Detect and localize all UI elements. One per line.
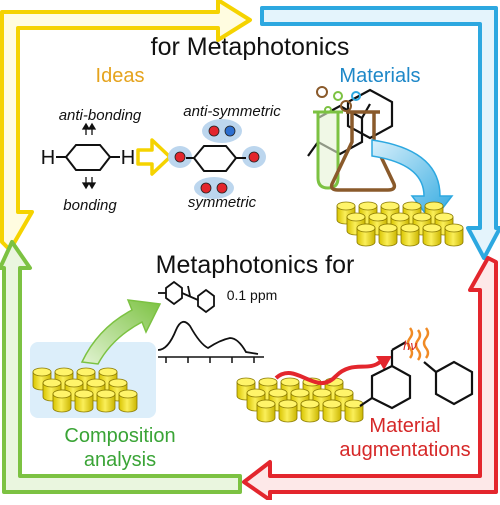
orbital-dot (174, 151, 186, 163)
metasurface-left (32, 367, 138, 413)
spin-arrows-top (81, 122, 97, 135)
augment-red-wave-head (376, 356, 392, 370)
spectrum-curve (157, 320, 259, 355)
orbital-dot (248, 151, 260, 163)
nanopillar (344, 399, 364, 423)
spectrum-molecule (158, 280, 215, 314)
blue-cycle-arrow (260, 6, 500, 260)
nanopillar (378, 223, 398, 247)
red-cycle-arrow (242, 256, 498, 502)
nanopillar (422, 223, 442, 247)
nanopillar (356, 223, 376, 247)
nanopillar (118, 389, 138, 413)
augment-label-line1: Material (369, 415, 440, 437)
ideas-label: Ideas (96, 65, 145, 87)
composition-label-line2: analysis (84, 449, 156, 471)
nanopillar (444, 223, 464, 247)
bonding-label: bonding (63, 197, 117, 214)
symmetric-lobe (194, 177, 234, 199)
nanopillar (256, 399, 276, 423)
bubbles (316, 86, 361, 114)
nanopillar (322, 399, 342, 423)
green-cycle-arrow (0, 240, 242, 494)
augment-molecule (359, 341, 474, 410)
orbital-dot (216, 182, 228, 194)
materials-label: Materials (339, 65, 420, 87)
atom-h-left: H (41, 147, 55, 169)
top-title: for Metaphotonics (151, 33, 350, 61)
nanopillar (52, 389, 72, 413)
orbital-molecule: anti-symmetric symmetric (168, 103, 281, 211)
composition-arrow (80, 299, 162, 365)
bottom-title: Metaphotonics for (156, 251, 355, 279)
test-tube (316, 112, 340, 190)
atom-h-right: H (121, 147, 135, 169)
anti-bonding-label: anti-bonding (59, 107, 142, 124)
yellow-cycle-arrow (0, 0, 252, 252)
orbital-dot (200, 182, 212, 194)
orbital-dot (224, 125, 236, 137)
augment-label-line2: augmentations (339, 439, 470, 461)
orbital-dot (208, 125, 220, 137)
spectrum-label: 0.1 ppm (227, 287, 278, 303)
anti-symmetric-lobe (202, 119, 242, 143)
metasurface-right (236, 377, 364, 423)
anti-symmetric-label: anti-symmetric (183, 103, 281, 120)
nanopillar (300, 399, 320, 423)
symmetric-label: symmetric (188, 194, 257, 211)
augment-red-wave (274, 360, 382, 385)
nanopillar (278, 399, 298, 423)
nanopillar (74, 389, 94, 413)
nanopillar (400, 223, 420, 247)
orbital-ring (192, 145, 238, 172)
metasurface-top (336, 201, 464, 247)
ideas-transform-arrow (136, 138, 172, 176)
composition-label-line1: Composition (64, 425, 175, 447)
photon-wave (406, 327, 430, 361)
spin-arrows-bottom (81, 177, 97, 190)
ideas-molecule: anti-bonding bonding H H (41, 107, 142, 214)
photon-label: hν (403, 338, 417, 353)
nanopillar (96, 389, 116, 413)
cyclohexane-ring (64, 144, 112, 171)
spectrum-ticks (165, 357, 255, 363)
flask (329, 112, 397, 192)
